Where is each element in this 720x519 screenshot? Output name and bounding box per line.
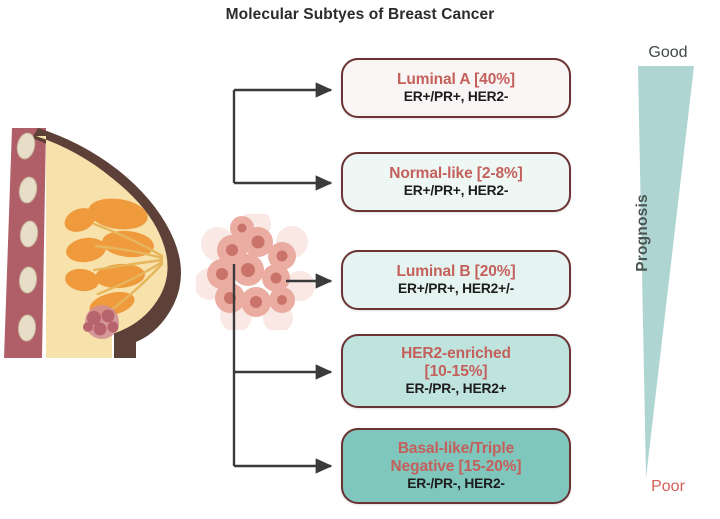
prognosis-axis-label: Prognosis	[634, 194, 651, 272]
prognosis-poor-label: Poor	[651, 478, 685, 495]
page-title: Molecular Subtyes of Breast Cancer	[225, 6, 495, 23]
prognosis-scale: Good Prognosis Poor	[620, 44, 716, 512]
subtype-title-line2: Negative [15-20%]	[390, 457, 522, 475]
subtype-title: HER2-enriched	[401, 345, 511, 363]
prognosis-triangle-icon	[620, 66, 716, 478]
subtype-box-basal-like-triple-negative[interactable]: Basal-like/Triple Negative [15-20%] ER-/…	[341, 428, 571, 504]
subtype-box-normal-like[interactable]: Normal-like [2-8%] ER+/PR+, HER2-	[341, 152, 571, 212]
subtype-title-line2: [10-15%]	[424, 362, 488, 380]
prognosis-good-label: Good	[648, 44, 688, 61]
subtype-title: Luminal A [40%]	[397, 70, 515, 88]
subtype-box-her2-enriched[interactable]: HER2-enriched [10-15%] ER-/PR-, HER2+	[341, 334, 571, 408]
subtype-markers: ER-/PR-, HER2-	[407, 475, 505, 491]
subtype-markers: ER+/PR+, HER2-	[403, 89, 509, 105]
subtype-title: Basal-like/Triple	[397, 440, 515, 458]
subtype-markers: ER+/PR+, HER2-	[403, 183, 509, 199]
subtype-box-luminal-b[interactable]: Luminal B [20%] ER+/PR+, HER2+/-	[341, 250, 571, 310]
subtype-box-luminal-a[interactable]: Luminal A [40%] ER+/PR+, HER2-	[341, 58, 571, 118]
subtype-markers: ER+/PR+, HER2+/-	[397, 281, 515, 297]
tumor-cell-cluster-illustration	[194, 209, 316, 333]
breast-anatomy-illustration	[2, 128, 192, 358]
subtype-title: Normal-like [2-8%]	[389, 164, 523, 182]
subtype-title: Luminal B [20%]	[396, 262, 516, 280]
subtype-markers: ER-/PR-, HER2+	[405, 380, 507, 396]
